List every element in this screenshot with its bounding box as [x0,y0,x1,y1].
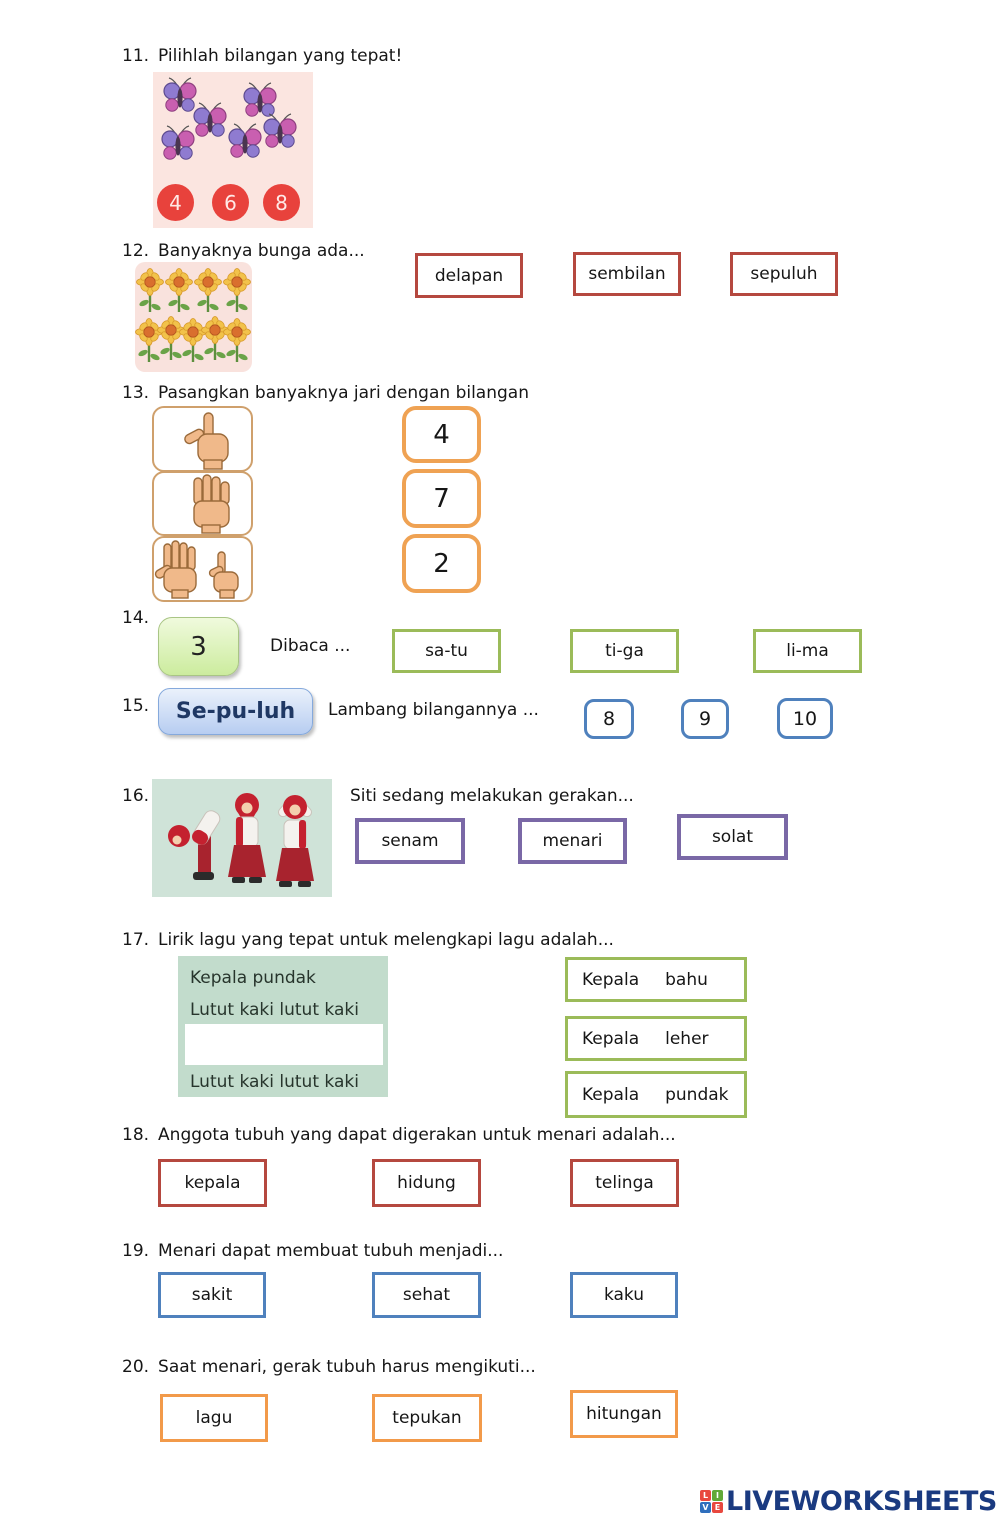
lyric-line-2: Lutut kaki lutut kaki [190,1000,359,1020]
option-li-ma[interactable]: li-ma [753,629,862,673]
question-17-heading: 17. Lirik lagu yang tepat untuk melengka… [122,930,614,950]
question-19-number: 19. [122,1241,150,1261]
logo-tile-e: E [712,1502,723,1513]
two-fingers-hand-icon [184,412,229,470]
question-16-number: 16. [122,786,150,806]
question-18-heading: 18. Anggota tubuh yang dapat digerakan u… [122,1125,676,1145]
song-lyrics-panel: Kepala pundak Lutut kaki lutut kaki Lutu… [178,956,388,1097]
question-12-number: 12. [122,241,150,261]
exercise-image [152,779,332,897]
question-11-heading: 11. Pilihlah bilangan yang tepat! [122,46,402,66]
question-16-prompt: Siti sedang melakukan gerakan... [350,786,634,806]
option-10[interactable]: 10 [777,698,833,739]
option-menari[interactable]: menari [518,818,627,864]
option-kepala-bahu[interactable]: Kepala bahu [565,957,747,1002]
seven-fingers-hands-icon [154,540,239,599]
question-14-prompt: Dibaca ... [270,636,351,656]
question-20-heading: 20. Saat menari, gerak tubuh harus mengi… [122,1357,536,1377]
logo-tile-l: L [700,1490,711,1501]
lyric-line-3: Lutut kaki lutut kaki [190,1072,359,1092]
option-sehat[interactable]: sehat [372,1272,481,1318]
four-fingers-hand-icon [193,474,230,534]
option-hidung[interactable]: hidung [372,1159,481,1207]
stimulus-number-3: 3 [158,617,239,676]
question-11-prompt: Pilihlah bilangan yang tepat! [158,46,403,66]
option-lagu[interactable]: lagu [160,1394,268,1442]
option-kepala-leher[interactable]: Kepala leher [565,1016,747,1061]
answer-circle-8[interactable]: 8 [263,184,300,221]
option-sakit[interactable]: sakit [158,1272,266,1318]
option-sepuluh[interactable]: sepuluh [730,252,838,296]
match-number-7[interactable]: 7 [402,469,481,528]
liveworksheets-logo-icon: L I V E [700,1490,723,1513]
sunflower-icons [134,267,252,364]
question-19-heading: 19. Menari dapat membuat tubuh menjadi..… [122,1241,503,1261]
option-delapan[interactable]: delapan [415,253,523,298]
question-12-prompt: Banyaknya bunga ada... [158,241,365,261]
match-number-4[interactable]: 4 [402,406,481,463]
question-15-number: 15. [122,696,150,716]
question-13-prompt: Pasangkan banyaknya jari dengan bilangan [158,383,529,403]
flowers-image [134,262,252,372]
hand-card-four-fingers[interactable] [152,471,253,536]
option-telinga[interactable]: telinga [570,1159,679,1207]
butterfly-icons [161,77,297,160]
option-solat[interactable]: solat [677,814,788,860]
option-word: Kepala [582,1084,640,1105]
stimulus-se-pu-luh: Se-pu-luh [158,688,313,735]
answer-circle-4[interactable]: 4 [157,184,194,221]
option-word: pundak [665,1084,729,1105]
lyric-blank-answer-box[interactable] [185,1024,383,1065]
three-girls-icon [168,793,314,887]
question-12-heading: 12. Banyaknya bunga ada... [122,241,365,261]
butterflies-image: 4 6 8 [153,72,313,228]
question-11-number: 11. [122,46,150,66]
option-kaku[interactable]: kaku [570,1272,678,1318]
option-word: bahu [665,969,708,990]
option-9[interactable]: 9 [681,699,729,739]
option-kepala[interactable]: kepala [158,1159,267,1207]
option-8[interactable]: 8 [584,699,634,739]
option-tepukan[interactable]: tepukan [372,1394,482,1442]
option-kepala-pundak[interactable]: Kepala pundak [565,1071,747,1118]
question-18-number: 18. [122,1125,150,1145]
option-word: Kepala [582,969,640,990]
hand-card-seven-fingers[interactable] [152,536,253,602]
option-senam[interactable]: senam [355,818,465,864]
question-20-number: 20. [122,1357,150,1377]
brand-text: LIVEWORKSHEETS [726,1486,997,1517]
hand-card-two-fingers[interactable] [152,406,253,472]
liveworksheets-logo[interactable]: L I V E LIVEWORKSHEETS [700,1486,997,1517]
question-13-heading: 13. Pasangkan banyaknya jari dengan bila… [122,383,529,403]
question-13-number: 13. [122,383,150,403]
lyric-line-1: Kepala pundak [190,968,316,988]
option-hitungan[interactable]: hitungan [570,1390,678,1438]
question-14-number: 14. [122,608,150,628]
question-17-prompt: Lirik lagu yang tepat untuk melengkapi l… [158,930,614,950]
question-19-prompt: Menari dapat membuat tubuh menjadi... [158,1241,504,1261]
question-17-number: 17. [122,930,150,950]
question-15-prompt: Lambang bilangannya ... [328,700,539,720]
option-word: Kepala [582,1028,640,1049]
option-sa-tu[interactable]: sa-tu [392,629,501,673]
logo-tile-v: V [700,1502,711,1513]
logo-tile-i: I [712,1490,723,1501]
question-20-prompt: Saat menari, gerak tubuh harus mengikuti… [158,1357,536,1377]
option-ti-ga[interactable]: ti-ga [570,629,679,673]
match-number-2[interactable]: 2 [402,534,481,593]
option-sembilan[interactable]: sembilan [573,252,681,296]
answer-circle-6[interactable]: 6 [212,184,249,221]
option-word: leher [665,1028,709,1049]
question-18-prompt: Anggota tubuh yang dapat digerakan untuk… [158,1125,676,1145]
